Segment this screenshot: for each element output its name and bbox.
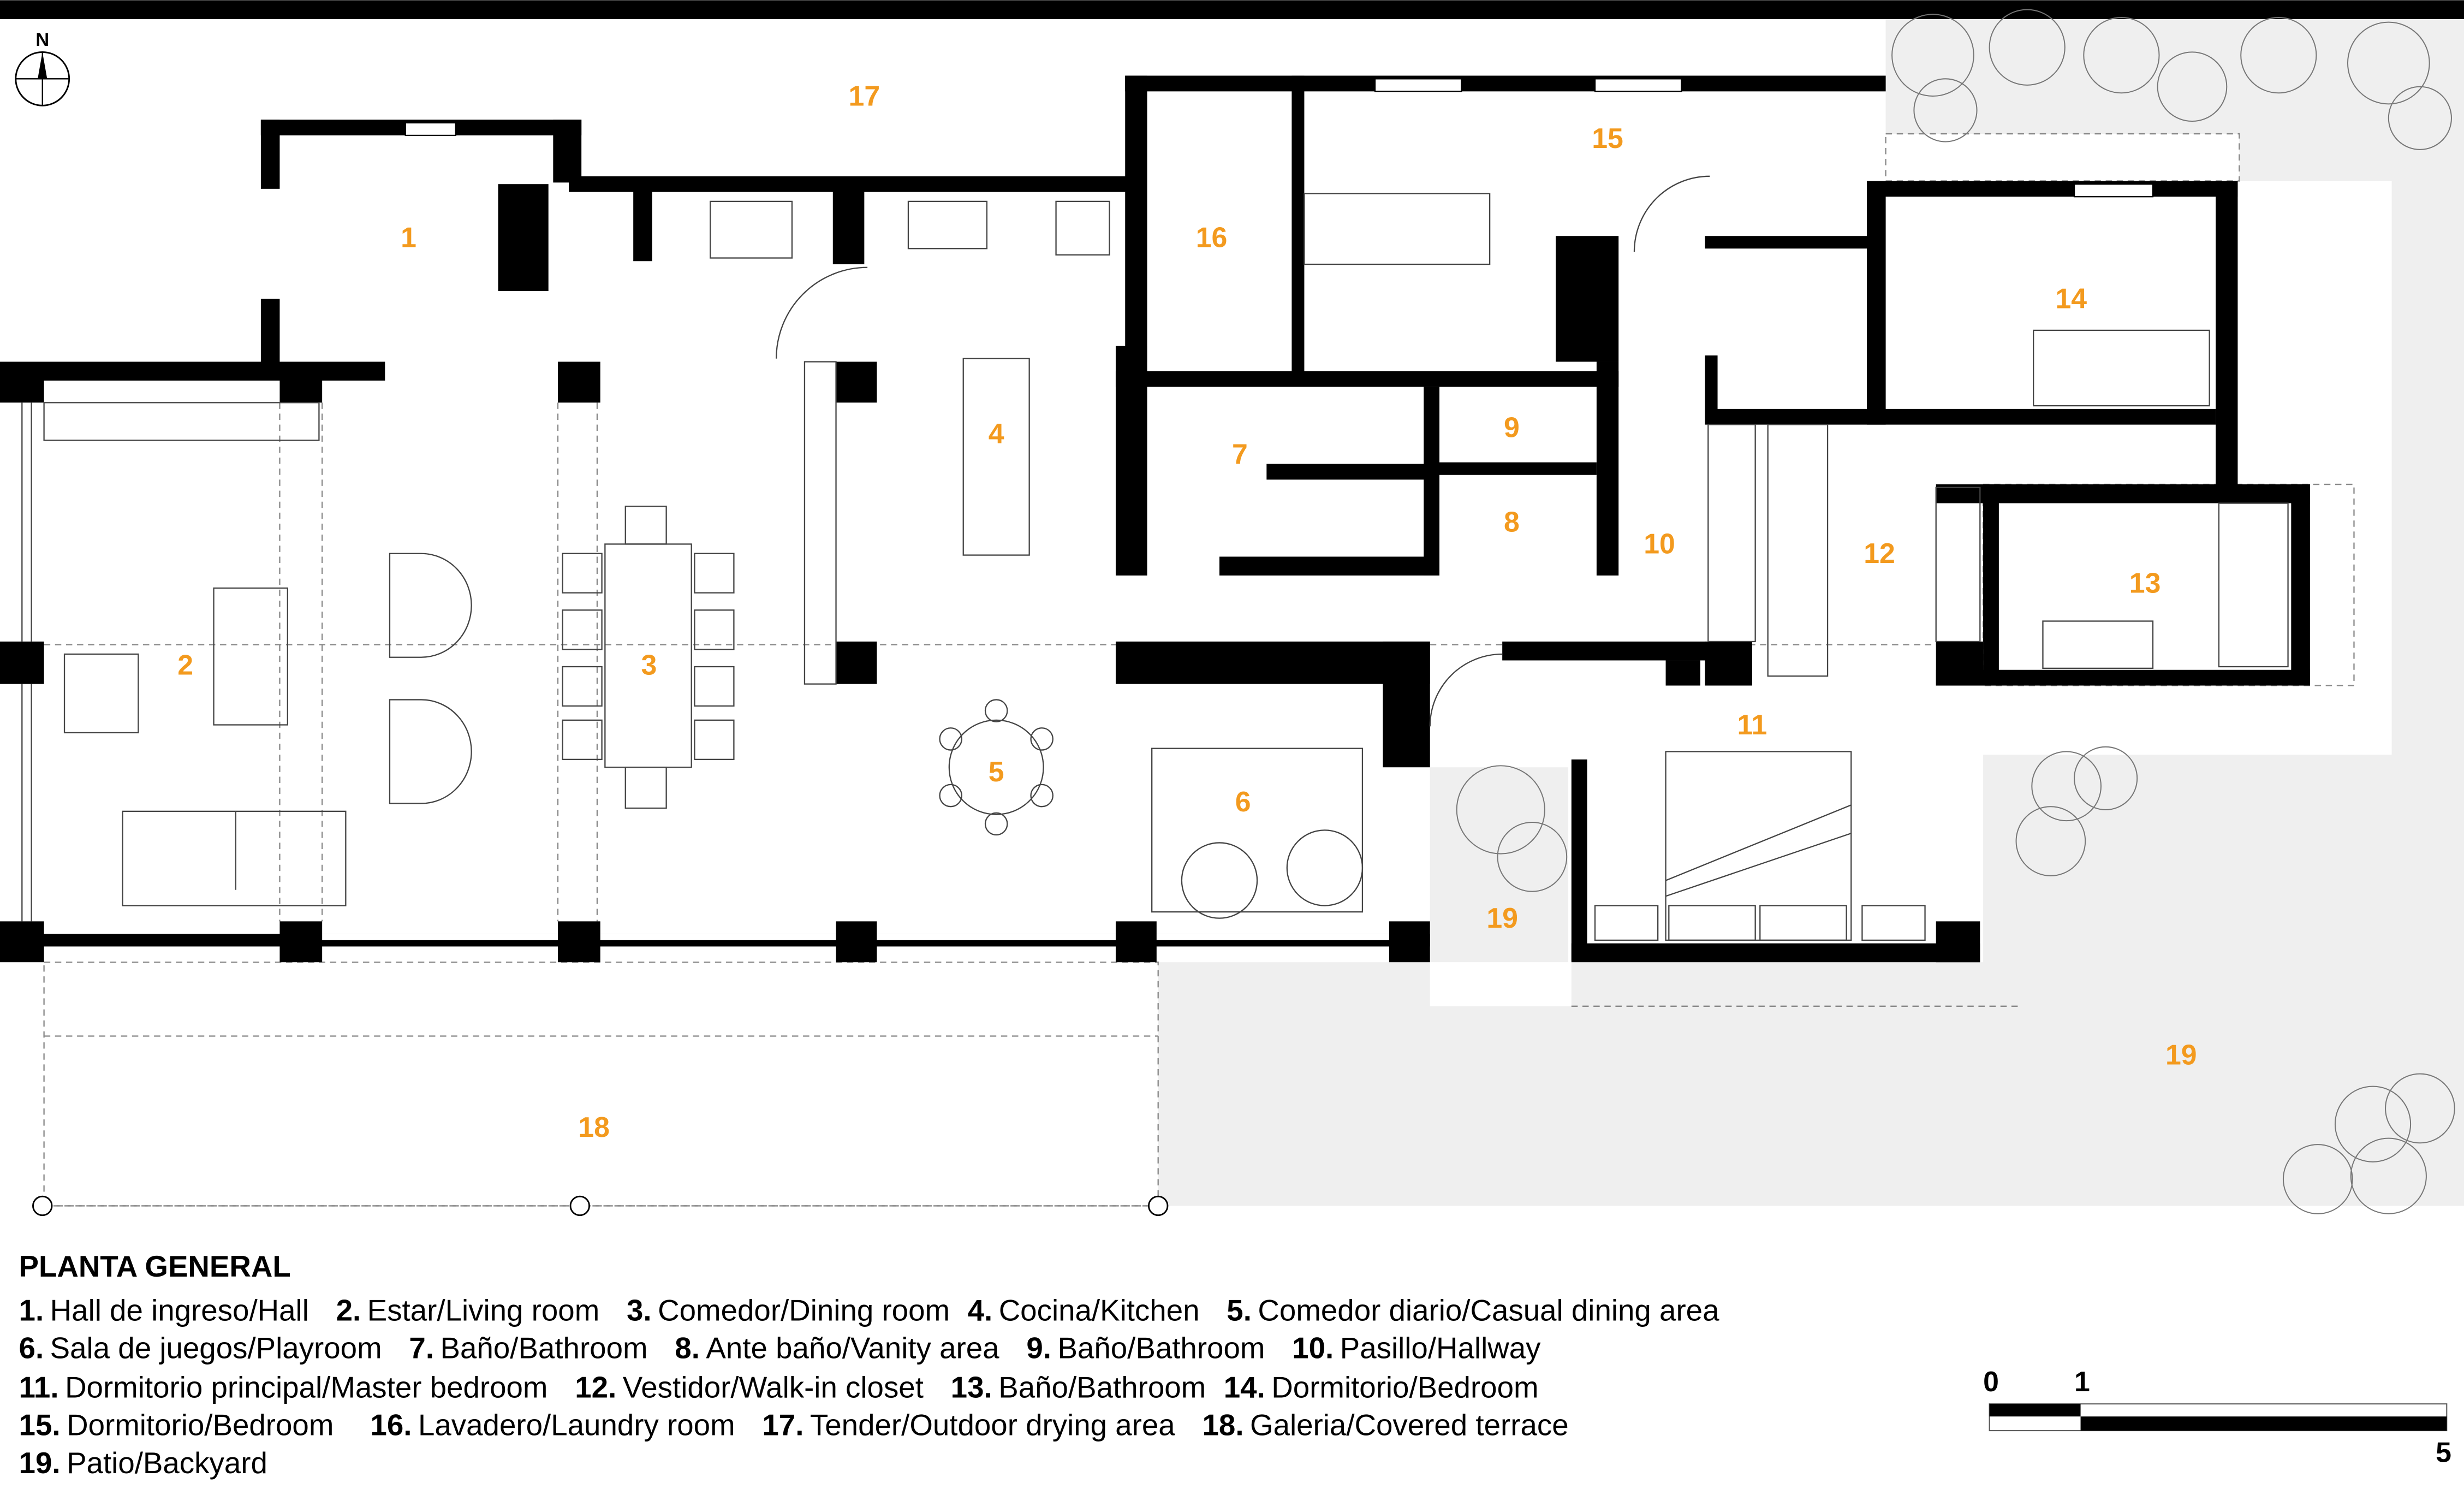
top-border — [0, 0, 2464, 19]
room-label-16: 16 — [1196, 221, 1228, 253]
room-label-4: 4 — [989, 418, 1004, 449]
room-label-1: 1 — [401, 221, 416, 253]
furniture — [63, 175, 2289, 941]
room-label-6: 6 — [1235, 786, 1251, 817]
room-label-13: 13 — [2129, 567, 2161, 599]
room-label-7: 7 — [1232, 438, 1248, 470]
room-label-2: 2 — [177, 649, 193, 680]
legend-line-2: 6.Sala de juegos/Playroom 7.Baño/Bathroo… — [19, 1331, 1542, 1365]
round-table — [948, 719, 1044, 815]
legend-line-4: 15.Dormitorio/Bedroom 16.Lavadero/Laundr… — [19, 1408, 1569, 1442]
room-label-15: 15 — [1592, 122, 1623, 154]
room-label-3: 3 — [641, 649, 657, 680]
bed-15 — [1304, 193, 1491, 265]
room-label-12: 12 — [1864, 537, 1895, 569]
scale-bar: 0 1 5 — [1983, 1366, 2451, 1468]
room-label-9: 9 — [1504, 412, 1520, 443]
room-label-5: 5 — [989, 756, 1004, 787]
room-labels: 1 2 3 4 5 6 7 8 9 10 11 12 13 14 15 16 1… — [177, 80, 2197, 1143]
room-label-10: 10 — [1644, 528, 1675, 560]
bed-14 — [2033, 329, 2210, 407]
legend: PLANTA GENERAL 1.Hall de ingreso/Hall 2.… — [19, 1249, 1720, 1480]
legend-line-5: 19.Patio/Backyard — [19, 1446, 267, 1480]
room-label-18: 18 — [578, 1111, 610, 1143]
tree-icons — [1456, 9, 2455, 1214]
scale-tick-5: 5 — [2436, 1437, 2451, 1468]
legend-line-1: 1.Hall de ingreso/Hall 2.Estar/Living ro… — [19, 1294, 1720, 1327]
north-label: N — [35, 29, 49, 50]
dashed-outlines — [0, 133, 2355, 1207]
legend-line-3: 11.Dormitorio principal/Master bedroom 1… — [19, 1371, 1539, 1404]
windows — [21, 78, 2154, 940]
walls — [0, 75, 2310, 963]
room-label-14: 14 — [2055, 283, 2087, 315]
patio-area — [1158, 19, 2464, 1206]
room-label-8: 8 — [1504, 506, 1520, 537]
scale-tick-0: 0 — [1983, 1366, 1999, 1397]
bed-11 — [1665, 751, 1852, 941]
scale-tick-1: 1 — [2074, 1366, 2090, 1397]
kitchen-island — [962, 358, 1030, 556]
room-label-19-b: 19 — [2165, 1039, 2197, 1070]
north-arrow-icon: N — [15, 29, 70, 106]
column-markers — [32, 1195, 1169, 1217]
room-label-17: 17 — [849, 80, 880, 111]
room-label-19-a: 19 — [1486, 902, 1518, 934]
bathtub — [2218, 502, 2289, 668]
room-label-11: 11 — [1737, 709, 1767, 740]
legend-title: PLANTA GENERAL — [19, 1249, 291, 1283]
